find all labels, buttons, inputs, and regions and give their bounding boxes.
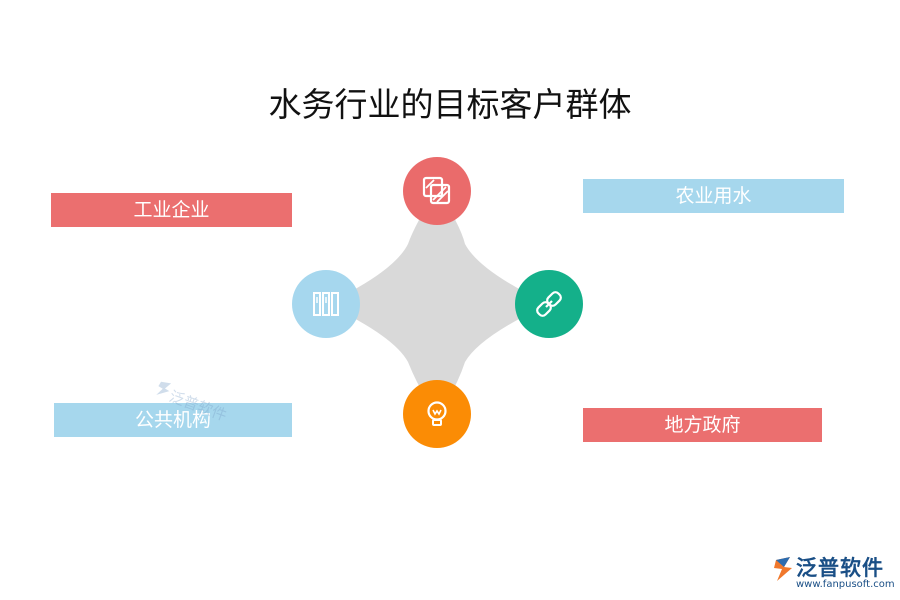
page-title: 水务行业的目标客户群体 [268,85,632,124]
label-public: 公共机构 [54,403,292,437]
books-node [292,270,360,338]
layers-node [403,157,471,225]
label-industrial: 工业企业 [51,193,292,227]
lightbulb-node [403,380,471,448]
label-government: 地方政府 [583,408,822,442]
brand-name: 泛普软件 [796,556,884,580]
brand-logo: 泛普软件 www.fanpusoft.com [772,552,895,598]
brand-logo-icon [774,557,792,581]
label-agricultural: 农业用水 [583,179,844,213]
watermark-logo-icon [156,381,172,395]
link-node [515,270,583,338]
link-icon [536,291,562,317]
layers-icon [422,176,451,205]
brand-url: www.fanpusoft.com [796,579,895,590]
lightbulb-icon [427,401,447,426]
watermark: 泛普软件 [152,378,229,425]
books-icon [313,292,339,316]
